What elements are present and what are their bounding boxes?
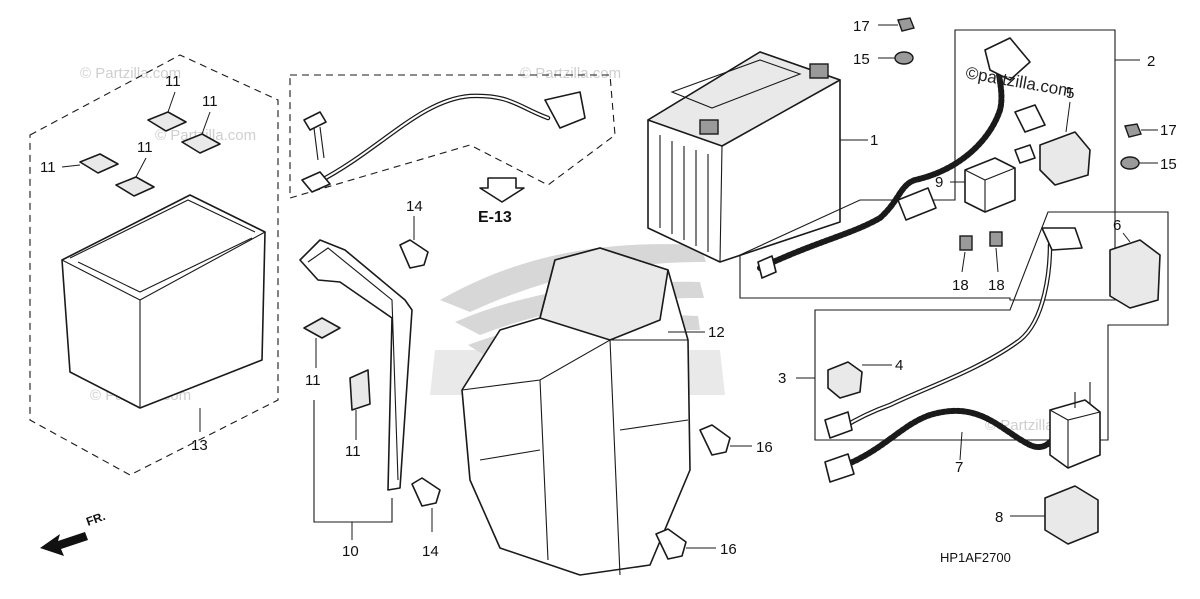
callout-11: 11 (345, 443, 361, 460)
callout-7: 7 (955, 459, 963, 476)
callout-14: 14 (422, 543, 439, 560)
terminal (824, 411, 853, 439)
relay-9 (950, 157, 1016, 213)
callout-14: 14 (406, 198, 423, 215)
bolt (303, 111, 327, 131)
callout-17: 17 (1160, 122, 1177, 139)
relay-cover-8 (1010, 485, 1099, 545)
direction-label: FR. (84, 509, 107, 529)
callout-15: 15 (1160, 156, 1177, 173)
battery-terminal (699, 119, 719, 135)
callout-11: 11 (305, 372, 321, 389)
battery-box (61, 194, 266, 409)
terminal-cap (827, 361, 863, 399)
callout-8: 8 (995, 509, 1003, 526)
nut-17 (878, 17, 915, 32)
cushion-pad (79, 153, 119, 174)
terminal (544, 91, 586, 129)
positive-cable-frame (739, 29, 1140, 301)
callout-16: 16 (756, 439, 773, 456)
battery-case-12 (461, 247, 705, 576)
battery (647, 51, 841, 263)
battery-box-group (29, 54, 279, 476)
callout-11: 11 (40, 159, 56, 176)
callout-11: 11 (202, 93, 218, 110)
callout-6: 6 (1113, 217, 1121, 234)
callout-16: 16 (720, 541, 737, 558)
dashed-frame (289, 74, 616, 199)
bolt-16 (699, 424, 752, 456)
terminal-cover (1109, 239, 1161, 309)
diagram-reference-code: HP1AF2700 (940, 550, 1011, 565)
watermark-text: © Partzilla.com (520, 65, 621, 82)
starter-cable-frame (796, 211, 1169, 441)
cushion-pad (349, 369, 371, 411)
battery-holder-bracket (299, 239, 413, 540)
watermark-text: © Partzilla.com (80, 65, 181, 82)
washer-15 (878, 51, 914, 65)
negative-cable-group (289, 74, 616, 203)
nut-17 (1124, 123, 1158, 138)
callout-18: 18 (988, 277, 1005, 294)
starter-relay-harness (824, 382, 1101, 483)
terminal (1041, 227, 1083, 251)
callout-3: 3 (778, 370, 786, 387)
callout-17: 17 (853, 18, 870, 35)
connector (757, 255, 777, 279)
callout-4: 4 (895, 357, 903, 374)
cushion-pad (303, 317, 341, 339)
callout-5: 5 (1066, 85, 1074, 102)
callout-18: 18 (952, 277, 969, 294)
down-arrow-icon (479, 177, 525, 203)
callout-9: 9 (935, 174, 943, 191)
cushion-pad (181, 133, 221, 154)
callout-15: 15 (853, 51, 870, 68)
cushion-pad (115, 176, 155, 197)
dashed-frame (29, 54, 279, 476)
connector (824, 453, 855, 483)
front-direction-arrow-icon (40, 532, 88, 556)
coupler (897, 187, 937, 221)
callout-12: 12 (708, 324, 725, 341)
bolt-16 (655, 528, 716, 560)
frame-line (814, 211, 1169, 441)
bolt-14 (411, 477, 441, 532)
bolt-14 (399, 216, 429, 269)
battery-terminal (809, 63, 829, 79)
cushion-pad (147, 111, 187, 132)
terminal-cover (984, 37, 1031, 81)
section-reference: E-13 (478, 209, 512, 226)
callout-2: 2 (1147, 53, 1155, 70)
terminal-cover-5 (1039, 101, 1091, 186)
terminal (1014, 144, 1036, 164)
callout-13: 13 (191, 437, 208, 454)
terminal (301, 171, 331, 193)
callout-11: 11 (137, 139, 153, 156)
callout-11: 11 (165, 73, 181, 90)
starter-relay (1049, 399, 1101, 469)
washer-15 (1120, 156, 1158, 170)
callout-1: 1 (870, 132, 878, 149)
callout-10: 10 (342, 543, 359, 560)
fuses-18 (959, 231, 1003, 273)
terminal (1014, 104, 1046, 133)
